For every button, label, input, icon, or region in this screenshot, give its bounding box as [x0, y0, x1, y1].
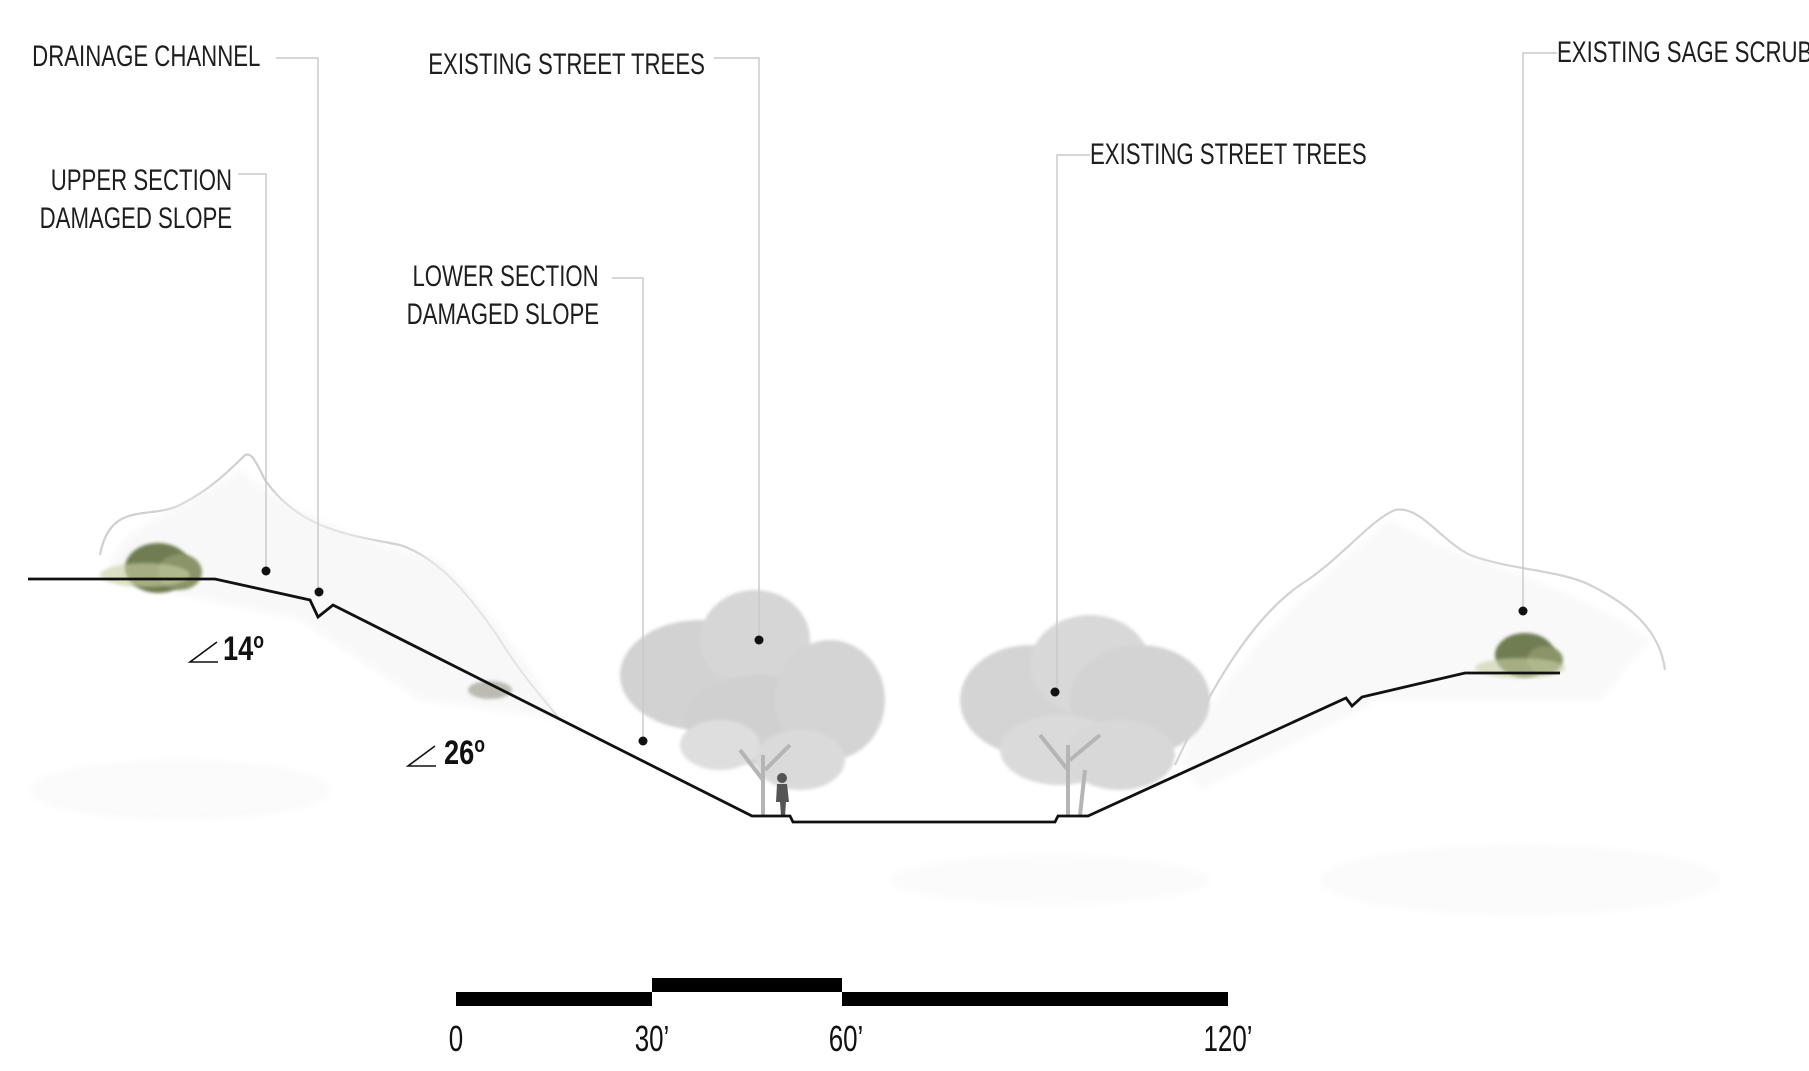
dot-lower-section [638, 736, 648, 746]
scale-bar-segment-0-30 [456, 992, 652, 1006]
dot-sage-scrub [1518, 606, 1528, 616]
ground-section-line [28, 577, 1560, 824]
label-street-trees-right: EXISTING STREET TREES [1090, 138, 1367, 171]
scale-tick-120: 120’ [1203, 1018, 1253, 1059]
scale-bar-segment-30-60 [652, 978, 842, 992]
person-silhouette [776, 773, 789, 816]
angle-lower-value: 26 [444, 734, 475, 772]
label-drainage-channel: DRAINAGE CHANNEL [31, 40, 260, 73]
ground-haze [30, 760, 1720, 915]
shrub-left [100, 543, 202, 593]
scale-bar-segment-60-120 [842, 992, 1228, 1006]
shrub-right [1475, 633, 1565, 678]
scale-tick-30: 30’ [634, 1018, 670, 1059]
left-slope-foliage-fill [110, 470, 560, 720]
right-slope-foliage-fill [1180, 520, 1650, 790]
leader-lines [238, 52, 1557, 741]
dot-upper-section [261, 566, 271, 576]
leader-upper-section [238, 173, 267, 571]
angle-lower-slope: 26o [444, 732, 485, 773]
dot-drainage-channel [314, 587, 324, 597]
label-lower-section-line1: LOWER SECTION [412, 260, 599, 293]
leader-sage-scrub [1522, 52, 1557, 611]
angle-upper-unit: o [253, 628, 265, 653]
angle-symbol-lower [405, 745, 436, 767]
scale-tick-0: 0 [448, 1018, 464, 1059]
street-tree-right [960, 615, 1210, 816]
angle-lower-unit: o [474, 732, 486, 757]
scale-tick-60: 60’ [828, 1018, 864, 1059]
right-slope-foliage-outline [1174, 508, 1667, 766]
angle-upper-value: 14 [223, 630, 254, 668]
label-street-trees-left: EXISTING STREET TREES [428, 48, 705, 81]
dot-street-trees-right [1050, 687, 1060, 697]
scale-bar [456, 978, 1228, 1006]
angle-upper-slope: 14o [223, 628, 264, 669]
label-upper-section-line1: UPPER SECTION [50, 164, 232, 197]
slope-shrub [468, 681, 512, 699]
leader-drainage-channel [276, 57, 319, 592]
leader-dots [261, 566, 1528, 746]
angle-symbol-upper [187, 641, 218, 663]
street-tree-left [620, 590, 885, 815]
label-sage-scrub: EXISTING SAGE SCRUB [1557, 36, 1809, 69]
leader-street-trees-right [1056, 154, 1090, 692]
leader-street-trees-left [714, 57, 760, 640]
label-upper-section-line2: DAMAGED SLOPE [39, 202, 232, 235]
leader-lower-section [612, 277, 644, 741]
label-lower-section-line2: DAMAGED SLOPE [406, 298, 599, 331]
dot-street-trees-left [754, 635, 764, 645]
